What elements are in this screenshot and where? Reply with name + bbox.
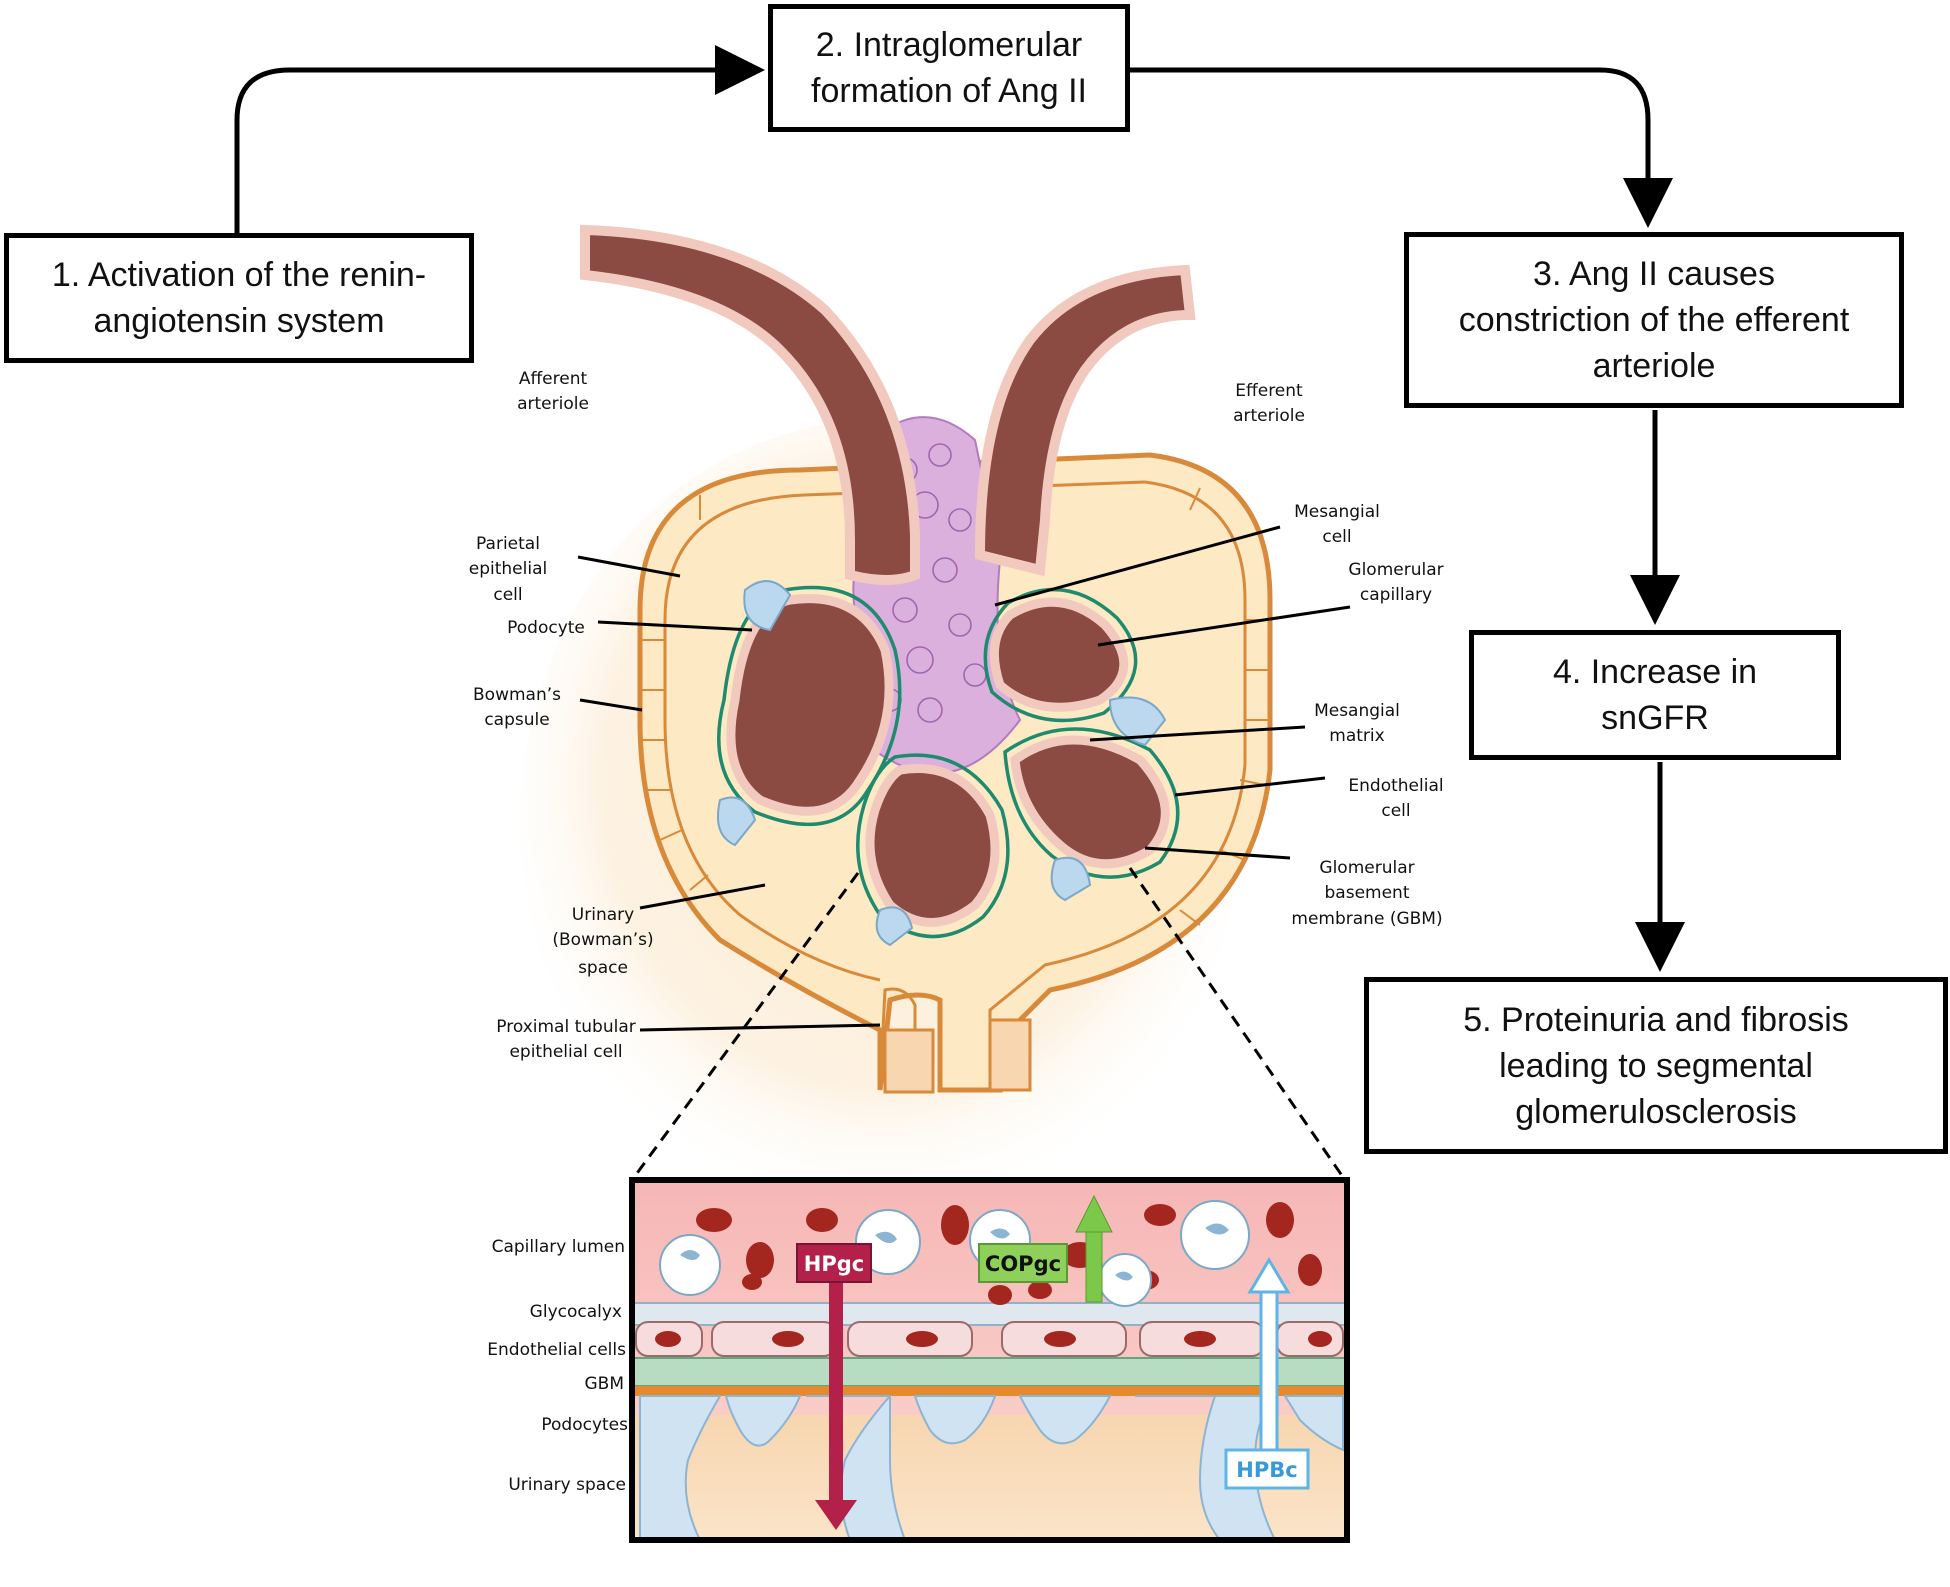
step3-box: 3. Ang II causes constriction of the eff… <box>1404 232 1904 408</box>
step5-box: 5. Proteinuria and fibrosis leading to s… <box>1364 977 1948 1154</box>
leader-lines <box>577 525 1351 1032</box>
force-tags: HPgc COPgc HPBc <box>796 1243 1310 1490</box>
label-afferent-2: arteriole <box>517 394 589 414</box>
label-endothelial-1: Endothelial <box>1348 776 1443 796</box>
step4-box: 4. Increase in snGFR <box>1469 630 1841 760</box>
step4-line1: 4. Increase in <box>1552 653 1758 691</box>
step5-line1: 5. Proteinuria and fibrosis <box>1463 1000 1849 1039</box>
label-urinary-1: Urinary <box>572 905 634 925</box>
hpgc-tag <box>796 1243 872 1283</box>
step5-line2: leading to segmental <box>1499 1046 1813 1085</box>
flow-arrows <box>234 45 1685 972</box>
label-parietal-3: cell <box>493 585 522 605</box>
label-proximal-2: epithelial cell <box>509 1042 622 1062</box>
label-gbm-2: basement <box>1325 883 1410 903</box>
label-efferent-2: arteriole <box>1233 406 1305 426</box>
hpgc-label: HPgc <box>804 1252 864 1276</box>
arrow-2-to-3 <box>1130 67 1673 228</box>
label-afferent-1: Afferent <box>519 369 588 389</box>
copgc-label: COPgc <box>985 1252 1061 1276</box>
step3-line1: 3. Ang II causes <box>1533 255 1775 293</box>
label-urinary-3: space <box>578 958 628 978</box>
label-capillary-2: capillary <box>1360 585 1432 605</box>
label-gbm-3: membrane (GBM) <box>1291 909 1442 929</box>
label-parietal-2: epithelial <box>469 559 547 579</box>
label-endothelial-2: cell <box>1381 801 1410 821</box>
label-urinary-space: Urinary space <box>508 1475 626 1495</box>
label-barrier-gbm: GBM <box>584 1374 624 1394</box>
label-proximal-1: Proximal tubular <box>496 1017 635 1037</box>
step1-line2: angiotensin system <box>93 302 385 340</box>
label-capillary-1: Glomerular <box>1348 560 1443 580</box>
label-gbm-1: Glomerular <box>1319 858 1414 878</box>
afferent-arteriole <box>580 224 920 585</box>
label-endothelial-cells: Endothelial cells <box>487 1340 626 1360</box>
capillary-loops <box>726 594 1170 927</box>
label-bowman-1: Bowman’s <box>473 685 561 705</box>
hpbc-label: HPBc <box>1236 1458 1297 1482</box>
step4-line2: snGFR <box>1601 699 1709 737</box>
glomerulus-illustration <box>520 224 1273 1220</box>
step1-box: 1. Activation of the renin- angiotensin … <box>4 233 474 363</box>
copgc-tag <box>978 1243 1068 1283</box>
label-glycocalyx: Glycocalyx <box>530 1302 622 1322</box>
label-parietal-1: Parietal <box>476 534 540 554</box>
step2-box: 2. Intraglomerular formation of Ang II <box>768 4 1130 132</box>
label-matrix-1: Mesangial <box>1314 701 1400 721</box>
efferent-arteriole <box>974 264 1196 577</box>
label-matrix-2: matrix <box>1329 726 1384 746</box>
label-mesangial-cell-1: Mesangial <box>1294 502 1380 522</box>
label-podocyte: Podocyte <box>507 618 585 638</box>
label-mesangial-cell-2: cell <box>1322 527 1351 547</box>
arrow-1-to-2 <box>234 45 765 233</box>
step1-line1: 1. Activation of the renin- <box>51 256 427 294</box>
step2-line2: formation of Ang II <box>811 72 1087 110</box>
barrier-labels: Capillary lumen Glycocalyx Endothelial c… <box>487 1237 628 1495</box>
zoom-lines <box>630 867 1347 1181</box>
label-efferent-1: Efferent <box>1235 381 1303 401</box>
step3-line3: arteriole <box>1592 347 1716 385</box>
label-bowman-2: capsule <box>484 710 549 730</box>
step2-line1: 2. Intraglomerular <box>815 26 1083 64</box>
glomerulus-labels: Afferent arteriole Efferent arteriole Pa… <box>469 369 1444 1062</box>
hpbc-tag <box>1224 1448 1310 1490</box>
label-podocytes: Podocytes <box>541 1415 628 1435</box>
label-lumen: Capillary lumen <box>492 1237 625 1257</box>
label-urinary-2: (Bowman’s) <box>552 930 653 950</box>
step3-line2: constriction of the efferent <box>1458 301 1850 339</box>
step5-line3: glomerulosclerosis <box>1515 1092 1797 1131</box>
